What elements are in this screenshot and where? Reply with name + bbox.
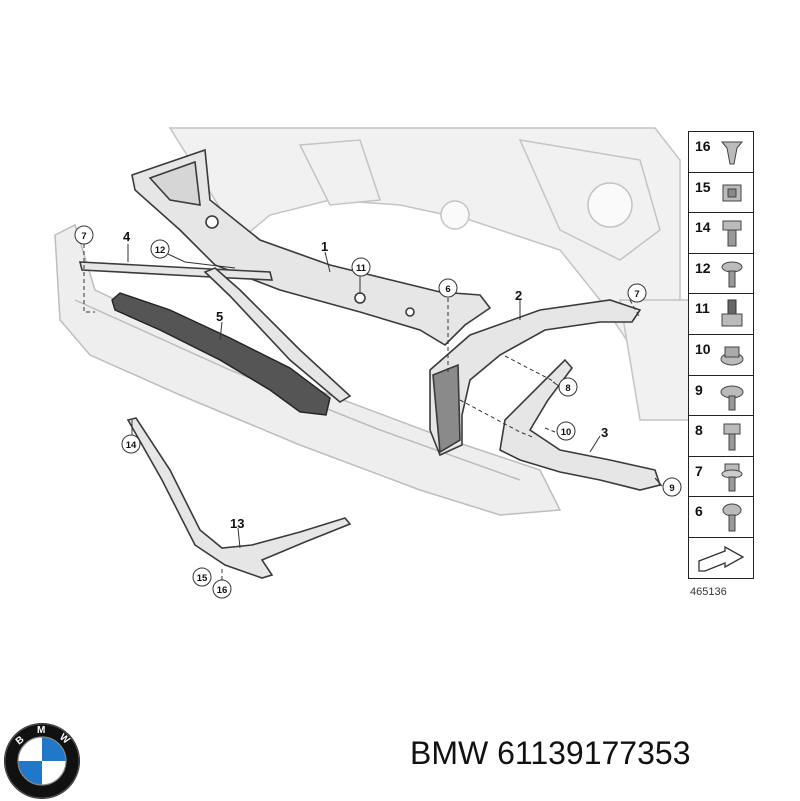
- callout-7a: 7: [81, 231, 86, 242]
- legend-row-12: 12: [689, 254, 753, 295]
- callout-3: 3: [601, 425, 608, 440]
- legend-number: 9: [695, 381, 703, 398]
- callout-15: 15: [197, 573, 208, 584]
- part-3-lower-bracket: [499, 358, 662, 491]
- fastener-legend: 16 15 14 12 11 10 9 8 7 6: [688, 131, 754, 579]
- part-13-tubular-support: [126, 417, 352, 579]
- legend-row-7: 7: [689, 457, 753, 498]
- callout-10-badge: 10: [556, 421, 576, 441]
- callout-4: 4: [123, 229, 131, 244]
- legend-direction-row: [689, 538, 753, 578]
- callout-9: 9: [669, 483, 674, 494]
- callout-5: 5: [216, 309, 223, 324]
- collar-screw-icon: [720, 385, 744, 411]
- callout-14-badge: 14: [121, 434, 141, 454]
- callout-8: 8: [565, 383, 570, 394]
- direction-arrow-icon: [698, 545, 745, 572]
- callout-11: 11: [356, 263, 367, 274]
- reference-code: 465136: [690, 586, 727, 598]
- callout-9-badge: 9: [662, 477, 682, 497]
- callout-7b: 7: [634, 289, 639, 300]
- bmw-logo-icon: B M W: [4, 723, 80, 799]
- callout-2: 2: [515, 288, 522, 303]
- legend-row-9: 9: [689, 376, 753, 417]
- legend-number: 16: [695, 138, 711, 154]
- legend-row-8: 8: [689, 416, 753, 457]
- callout-16: 16: [217, 585, 228, 596]
- callout-7a-badge: 7: [74, 225, 94, 245]
- callout-16-badge: 16: [212, 579, 232, 599]
- legend-number: 8: [695, 422, 703, 439]
- brand-name: BMW: [410, 735, 489, 771]
- callout-6-badge: 6: [438, 278, 458, 298]
- part-2-side-bracket: [429, 299, 642, 457]
- legend-number: 15: [695, 178, 711, 195]
- plain-callouts: 1 2 3 4 5 13: [123, 229, 608, 531]
- circled-callouts: 6 7 7 8 9 10 11 12: [74, 225, 682, 599]
- part-5-bracket-strip: [111, 292, 331, 416]
- leader-lines: [83, 244, 641, 580]
- legend-row-11: 11: [689, 294, 753, 335]
- washer-screw-icon: [721, 463, 743, 492]
- part-4-strut-rod: [78, 261, 352, 403]
- clip-fastener-icon: [720, 141, 744, 165]
- hex-bolt-icon: [722, 220, 742, 247]
- legend-row-6: 6: [689, 497, 753, 538]
- callout-13: 13: [230, 516, 244, 531]
- svg-text:M: M: [37, 725, 45, 736]
- part-1-upper-support: [131, 148, 492, 347]
- expanding-nut-icon: [721, 299, 743, 327]
- part-number: 61139177353: [497, 735, 691, 771]
- callout-1: 1: [321, 239, 328, 254]
- legend-number: 12: [695, 259, 711, 276]
- legend-number: 10: [695, 340, 711, 357]
- torx-screw-icon: [721, 261, 743, 288]
- part-number-caption: BMW 61139177353: [410, 735, 690, 772]
- callout-8-badge: 8: [558, 377, 578, 397]
- legend-number: 11: [695, 300, 710, 317]
- callout-10: 10: [561, 427, 572, 438]
- ghost-body-structure: [168, 127, 691, 421]
- callout-7b-badge: 7: [627, 283, 647, 303]
- legend-number: 7: [695, 462, 703, 479]
- callout-6: 6: [445, 284, 450, 295]
- legend-row-10: 10: [689, 335, 753, 376]
- callout-11-badge: 11: [351, 257, 371, 277]
- flange-nut-icon: [720, 346, 744, 366]
- callout-14: 14: [126, 440, 137, 451]
- callout-15-badge: 15: [192, 567, 212, 587]
- clip-nut-icon: [722, 184, 742, 202]
- legend-row-15: 15: [689, 173, 753, 214]
- callout-12: 12: [155, 245, 166, 256]
- legend-row-14: 14: [689, 213, 753, 254]
- legend-number: 14: [695, 219, 711, 236]
- pan-screw-icon: [722, 503, 742, 532]
- legend-row-16: 16: [689, 132, 753, 173]
- legend-number: 6: [695, 503, 703, 520]
- callout-12-badge: 12: [150, 239, 170, 259]
- hex-screw-icon: [723, 423, 741, 451]
